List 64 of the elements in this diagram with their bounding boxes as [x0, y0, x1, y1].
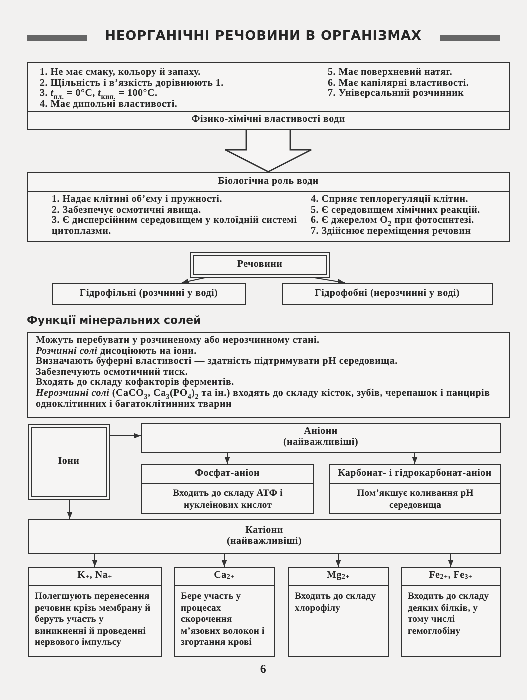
box-text: Полегшують перенесення речовин крізь мембрану й беруть участь у виникненні й проведенні нервового імпульсу	[35, 591, 152, 649]
box-heading: Фізико-хімічні властивості води	[28, 111, 509, 129]
framed-box	[28, 424, 110, 500]
list-item: 1. Надає клітині об’єму і пружності.	[52, 195, 224, 206]
framed-box	[190, 252, 330, 278]
list-item: 7. Здійснює переміщення речовин	[311, 226, 472, 238]
arrow	[222, 554, 228, 568]
box-label: Гідрофобні (нерозчинні у воді)	[314, 288, 460, 300]
box-label: Аніони (найважливіші)	[282, 427, 360, 449]
arrow	[182, 278, 206, 284]
text-line: Входять до складу кофакторів ферментів.	[36, 378, 236, 389]
section-heading: Функції мінеральних солей	[27, 316, 202, 327]
box-heading: Фосфат-аніон	[142, 465, 313, 484]
list-item: 4. Має дипольні властивості.	[40, 100, 179, 110]
list-item: 2. Щільність і в’язкість дорівнюють 1.	[40, 78, 225, 89]
list-item: 1. Не має смаку, кольору й запаху.	[40, 68, 202, 79]
box-text: Входить до складу деяких білків, у тому числі гемоглобіну	[408, 591, 490, 638]
arrow	[314, 278, 346, 285]
arrow	[412, 452, 418, 464]
text-box	[288, 567, 389, 657]
box-label: Речовини	[237, 260, 283, 270]
block-arrow	[224, 129, 312, 173]
text-box	[401, 567, 501, 657]
list-item: 2. Забезпечує осмотичні явища.	[52, 206, 202, 216]
box-label: Катіони (найважливіші)	[226, 526, 304, 548]
box-text: Входить до складу АТФ і нуклеїнових кислот	[172, 488, 284, 512]
text-box	[329, 464, 501, 514]
text-box	[27, 62, 510, 130]
list-item: 3. t$_{пл.}$ = 0°C, t$_{кип.}$ = 100°C.	[40, 89, 158, 100]
list-item: 6. Має капілярні властивості.	[328, 78, 470, 89]
list-item: 5. Має поверхневий натяг.	[328, 68, 454, 79]
text-line: Забезпечують осмотичний тиск.	[36, 368, 190, 378]
text-line: Визначають буферні властивості — здатність підтримувати pH середовища.	[36, 357, 399, 368]
box-label: Гідрофільні (розчинні у воді)	[80, 288, 218, 300]
arrow	[92, 554, 98, 568]
page-title: НЕОРГАНІЧНІ РЕЧОВИНИ В ОРГАНІЗМАХ	[105, 29, 422, 44]
box-text: Входить до складу хлорофілу	[295, 591, 378, 614]
arrow	[448, 554, 454, 568]
text-box	[282, 283, 493, 305]
text-line: Нерозчинні солі (CaCO$_{3}$, Ca$_{3}$(PO$_{4}$)$_{2}$ та ін.) входять до складу кісток, зубів, черепашок і панцирів одноклітинних і багатоклітинних тварин	[36, 388, 492, 410]
text-box	[27, 172, 510, 242]
list-item: 7. Універсальний розчинник	[328, 89, 466, 100]
box-text: Бере участь у процесах скорочення м’язових волокон і згортання крові	[181, 591, 266, 649]
arrow	[67, 500, 73, 520]
arrow	[336, 554, 342, 568]
box-label: Іони	[58, 456, 80, 468]
text-box	[28, 519, 501, 554]
arrow	[224, 452, 230, 464]
text-box	[141, 464, 314, 514]
list-item: 3. Є дисперсійним середовищем у колоїдній системі цитоплазми.	[52, 216, 298, 238]
arrow	[110, 433, 142, 439]
list-item: 6. Є джерелом O$_{2}$ при фотосинтезі.	[311, 216, 474, 227]
box-text: Пом’якшує коливання pH середовища	[356, 488, 475, 512]
box-heading: Карбонат- і гідрокарбонат-аніон	[330, 465, 500, 484]
text-box	[28, 567, 162, 657]
text-line: Розчинні солі дисоціюють на іони.	[36, 346, 198, 357]
list-item: 4. Сприяє теплорегуляції клітин.	[311, 195, 470, 206]
list-item: 5. Є середовищем хімічних реакцій.	[311, 206, 482, 216]
box-heading: Біологічна роль води	[28, 173, 509, 192]
text-box	[52, 283, 246, 305]
text-line: Можуть перебувати у розчиненому або нерозчинному стані.	[36, 336, 321, 347]
text-box	[174, 567, 275, 657]
page-number: 6	[259, 664, 268, 675]
text-box	[141, 423, 501, 453]
